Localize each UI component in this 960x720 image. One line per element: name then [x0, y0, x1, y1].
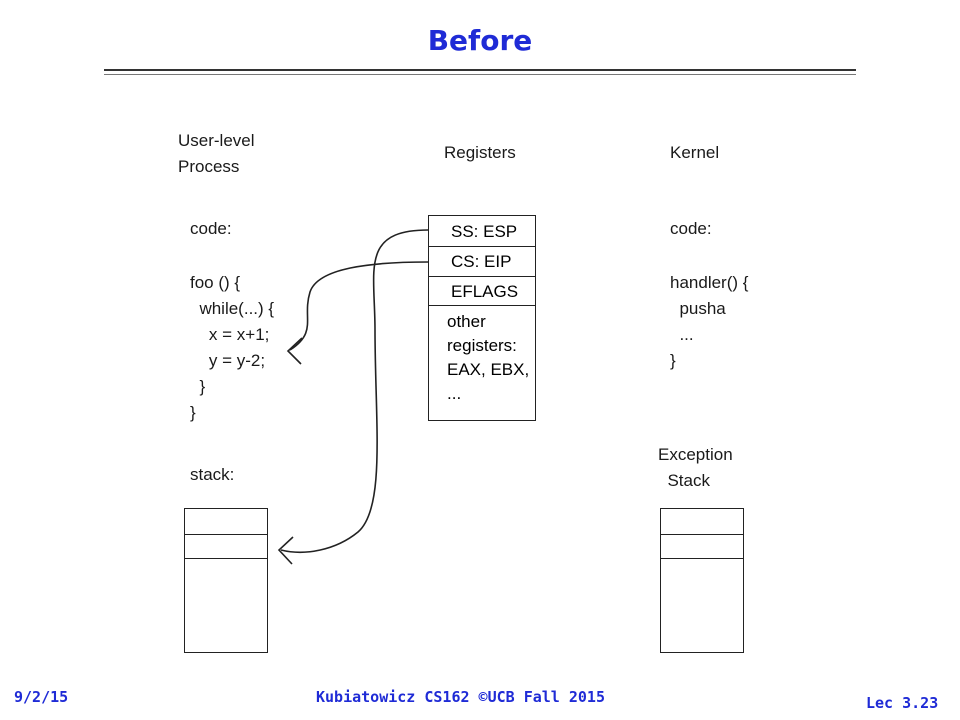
slide-title: Before — [427, 24, 533, 57]
footer-lecture: Lec 3.23 — [866, 694, 939, 712]
exception-stack-divider-2 — [661, 558, 743, 559]
exception-stack-divider-1 — [661, 534, 743, 535]
register-ss-esp: SS: ESP — [429, 216, 535, 247]
footer-date: 9/2/15 — [14, 688, 69, 706]
esp-arrowhead — [277, 536, 294, 565]
title-rule-top — [104, 69, 856, 71]
register-cs-eip: CS: EIP — [429, 247, 535, 277]
user-code-block: foo () { while(...) { x = x+1; y = y-2; … — [190, 273, 275, 422]
register-eflags: EFLAGS — [429, 277, 535, 306]
esp-to-stack-arrow — [280, 229, 429, 553]
user-process-heading: User-level Process — [178, 131, 255, 176]
register-file: SS: ESP CS: EIP EFLAGS other registers: … — [428, 215, 536, 421]
registers-heading: Registers — [444, 143, 516, 162]
user-stack-divider-2 — [185, 558, 267, 559]
user-stack-label: stack: — [190, 465, 235, 484]
kernel-heading: Kernel — [670, 143, 720, 162]
kernel-code-block: handler() { pusha ... } — [670, 273, 749, 370]
user-code-label: code: — [190, 219, 232, 238]
user-stack-divider-1 — [185, 534, 267, 535]
eip-to-code-arrow — [289, 261, 429, 351]
eip-arrowhead — [286, 337, 303, 365]
kernel-code-label: code: — [670, 219, 712, 238]
exception-stack — [660, 508, 744, 653]
footer-course: Kubiatowicz CS162 ©UCB Fall 2015 — [316, 688, 605, 706]
exception-stack-label: Exception Stack — [658, 445, 733, 490]
register-other: other registers: EAX, EBX, ... — [447, 312, 530, 403]
user-stack — [184, 508, 268, 653]
title-rule-bottom — [104, 74, 856, 75]
